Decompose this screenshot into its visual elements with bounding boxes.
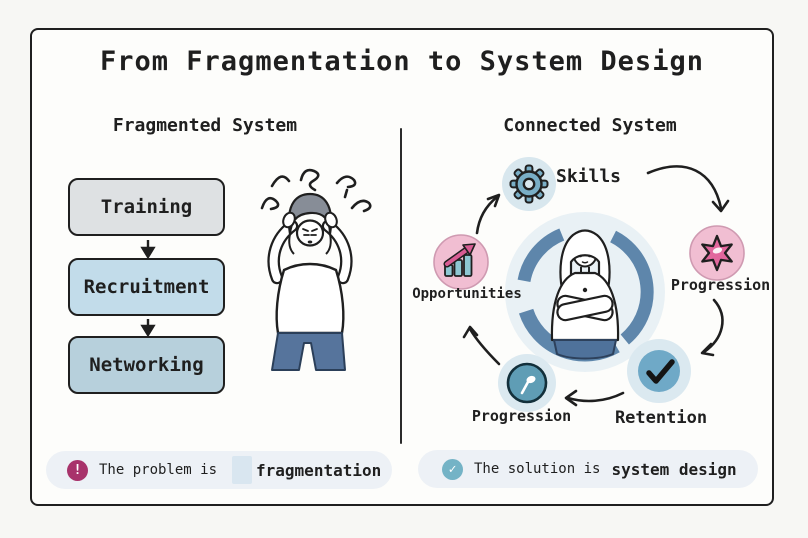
exclamation-icon: ! bbox=[67, 459, 88, 481]
down-arrow-icon bbox=[140, 240, 156, 260]
node-label-opportunities: Opportunities bbox=[412, 286, 522, 302]
confident-woman-illustration bbox=[550, 229, 620, 360]
box-recruitment: Recruitment bbox=[68, 258, 225, 316]
right-panel-heading: Connected System bbox=[503, 115, 677, 136]
checkmark-icon bbox=[627, 339, 691, 403]
box-networking: Networking bbox=[68, 336, 225, 394]
checkmark-glyph: ✓ bbox=[448, 461, 457, 477]
clock-icon bbox=[498, 354, 556, 412]
cycle-arrows bbox=[462, 165, 730, 407]
stress-squiggles-icon bbox=[260, 168, 372, 213]
problem-emphasis-text: fragmentation bbox=[256, 460, 382, 480]
page-title: From Fragmentation to System Design bbox=[100, 46, 704, 77]
box-training: Training bbox=[68, 178, 225, 236]
gear-icon bbox=[502, 157, 556, 211]
node-label-retention: Retention bbox=[614, 408, 708, 428]
growth-chart-icon bbox=[433, 234, 489, 290]
solution-prefix-text: The solution is bbox=[474, 461, 601, 477]
highlight-mark bbox=[232, 456, 253, 484]
down-arrow-icon bbox=[140, 319, 156, 338]
panel-divider bbox=[400, 128, 402, 444]
node-label-progression-bottom: Progression bbox=[471, 407, 572, 425]
problem-prefix-text: The problem is bbox=[99, 462, 218, 478]
node-label-skills: Skills bbox=[556, 166, 622, 187]
stressed-person-illustration bbox=[260, 168, 372, 371]
starburst-icon bbox=[689, 225, 745, 281]
node-label-progression-right: Progression bbox=[670, 276, 771, 294]
problem-callout: ! The problem is fragmentation bbox=[46, 451, 392, 489]
checkmark-icon: ✓ bbox=[442, 458, 463, 480]
solution-emphasis-text: system design bbox=[611, 459, 737, 479]
solution-callout: ✓ The solution is system design bbox=[418, 450, 758, 488]
exclamation-glyph: ! bbox=[73, 462, 82, 478]
connected-system-diagram bbox=[433, 157, 745, 412]
left-panel-heading: Fragmented System bbox=[112, 115, 298, 136]
